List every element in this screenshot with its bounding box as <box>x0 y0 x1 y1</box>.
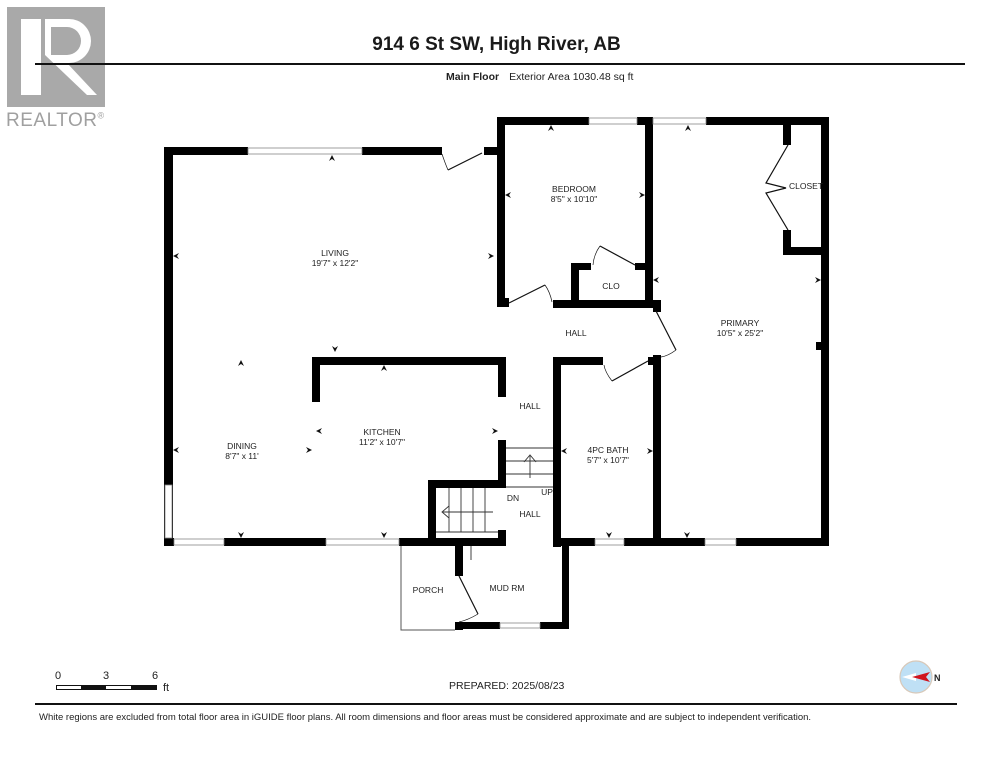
scale-unit: ft <box>163 682 170 694</box>
doors <box>441 144 789 623</box>
scale-bar <box>56 685 157 690</box>
room-clo: CLO <box>602 281 620 291</box>
compass-icon: N <box>899 660 941 694</box>
svg-text:N: N <box>934 673 941 683</box>
scale-tick-3: 3 <box>103 670 110 682</box>
scale-tick-0: 0 <box>55 670 62 682</box>
room-closet: CLOSET <box>788 181 824 191</box>
dimension-markers <box>173 125 821 538</box>
realtor-logo-text: REALTOR® <box>6 110 105 131</box>
walls <box>164 117 829 630</box>
porch-outline <box>400 546 455 631</box>
staircase <box>436 447 553 533</box>
exterior-area: Exterior Area 1030.48 sq ft <box>509 71 634 83</box>
room-hall-lower: HALL <box>519 509 541 519</box>
room-hall-upper: HALL <box>565 328 587 338</box>
floor-label: Main Floor <box>446 71 500 83</box>
header-divider <box>35 63 965 65</box>
scale-tick-6: 6 <box>152 670 159 682</box>
prepared-date: PREPARED: 2025/08/23 <box>449 680 565 692</box>
windows <box>164 117 737 629</box>
stair-down-label: DN <box>506 493 520 503</box>
room-hall-middle: HALL <box>519 401 541 411</box>
footer-divider <box>35 703 957 705</box>
realtor-logo-mark <box>7 7 105 107</box>
room-porch: PORCH <box>412 585 444 595</box>
realtor-r-icon <box>7 7 105 107</box>
room-mud-rm: MUD RM <box>489 583 525 593</box>
disclaimer-text: White regions are excluded from total fl… <box>39 712 812 723</box>
floor-subtitle: Main Floor Exterior Area 1030.48 sq ft <box>446 71 633 83</box>
stair-up-label: UP <box>541 487 553 497</box>
page-title: 914 6 St SW, High River, AB <box>372 34 621 55</box>
